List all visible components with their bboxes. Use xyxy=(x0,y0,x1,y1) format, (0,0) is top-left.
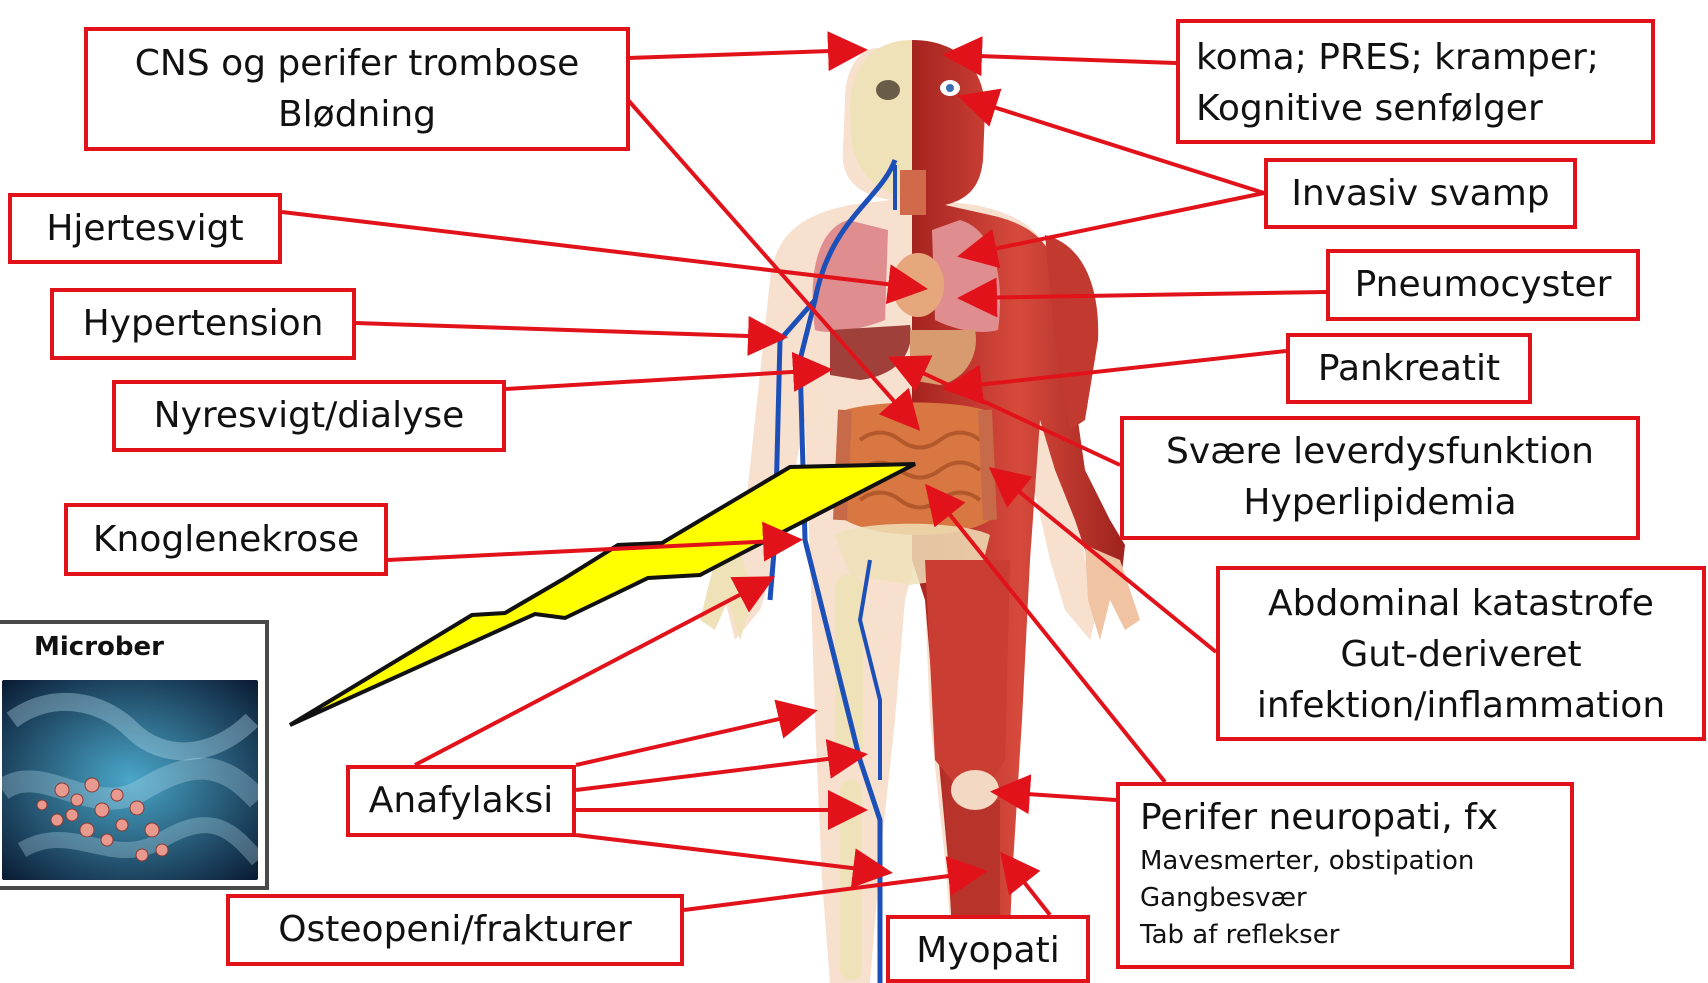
label-hypertension: Hypertension xyxy=(50,288,356,360)
label-abdominal-line3: infektion/inflammation xyxy=(1220,680,1702,731)
right-leg-muscle xyxy=(925,560,1010,790)
label-cns-line2: Blødning xyxy=(88,89,626,140)
label-myopati: Myopati xyxy=(886,915,1090,983)
arrow-anafylaksi-thigh xyxy=(576,712,810,765)
label-koma-line2: Kognitive senfølger xyxy=(1196,83,1651,134)
label-cns-line1: CNS og perifer trombose xyxy=(88,38,626,89)
label-pankreatit: Pankreatit xyxy=(1286,333,1532,404)
microbe-panel: Microber xyxy=(0,620,269,890)
label-koma: koma; PRES; kramper; Kognitive senfølger xyxy=(1176,19,1655,144)
microbe-image xyxy=(2,680,258,880)
label-lever: Svære leverdysfunktion Hyperlipidemia xyxy=(1120,416,1640,540)
label-perifer-item-1: Mavesmerter, obstipation xyxy=(1140,843,1570,880)
label-hjertesvigt: Hjertesvigt xyxy=(8,193,282,264)
knee xyxy=(951,770,999,810)
label-perifer-item-2: Gangbesvær xyxy=(1140,880,1570,917)
arrow-myopati xyxy=(1005,858,1050,915)
arrow-cns-head xyxy=(628,50,860,58)
label-abdominal: Abdominal katastrofe Gut-deriveret infek… xyxy=(1216,566,1706,741)
label-perifer-neuropati: Perifer neuropati, fx Mavesmerter, obsti… xyxy=(1116,782,1574,969)
label-lever-line1: Svære leverdysfunktion xyxy=(1124,426,1636,477)
eye-socket xyxy=(876,80,900,100)
label-abdominal-line1: Abdominal katastrofe xyxy=(1220,578,1702,629)
label-anafylaksi: Anafylaksi xyxy=(346,765,576,837)
label-cns: CNS og perifer trombose Blødning xyxy=(84,27,630,151)
label-perifer-item-3: Tab af reflekser xyxy=(1140,917,1570,954)
label-knoglenekrose: Knoglenekrose xyxy=(64,503,388,576)
label-koma-line1: koma; PRES; kramper; xyxy=(1196,32,1651,83)
label-nyresvigt: Nyresvigt/dialyse xyxy=(112,380,506,452)
arrow-anafylaksi-hand xyxy=(415,580,768,765)
arrow-koma-head xyxy=(950,55,1176,63)
label-abdominal-line2: Gut-deriveret xyxy=(1220,629,1702,680)
neck xyxy=(900,170,926,215)
femur-left xyxy=(835,575,863,755)
arrow-hypertension xyxy=(356,323,780,337)
label-lever-line2: Hyperlipidemia xyxy=(1124,477,1636,528)
label-osteopeni: Osteopeni/frakturer xyxy=(226,894,684,966)
label-invasiv-svamp: Invasiv svamp xyxy=(1264,158,1577,229)
label-pneumocyster: Pneumocyster xyxy=(1326,249,1640,321)
microbe-panel-title: Microber xyxy=(34,632,164,662)
label-perifer-title: Perifer neuropati, fx xyxy=(1140,792,1570,843)
